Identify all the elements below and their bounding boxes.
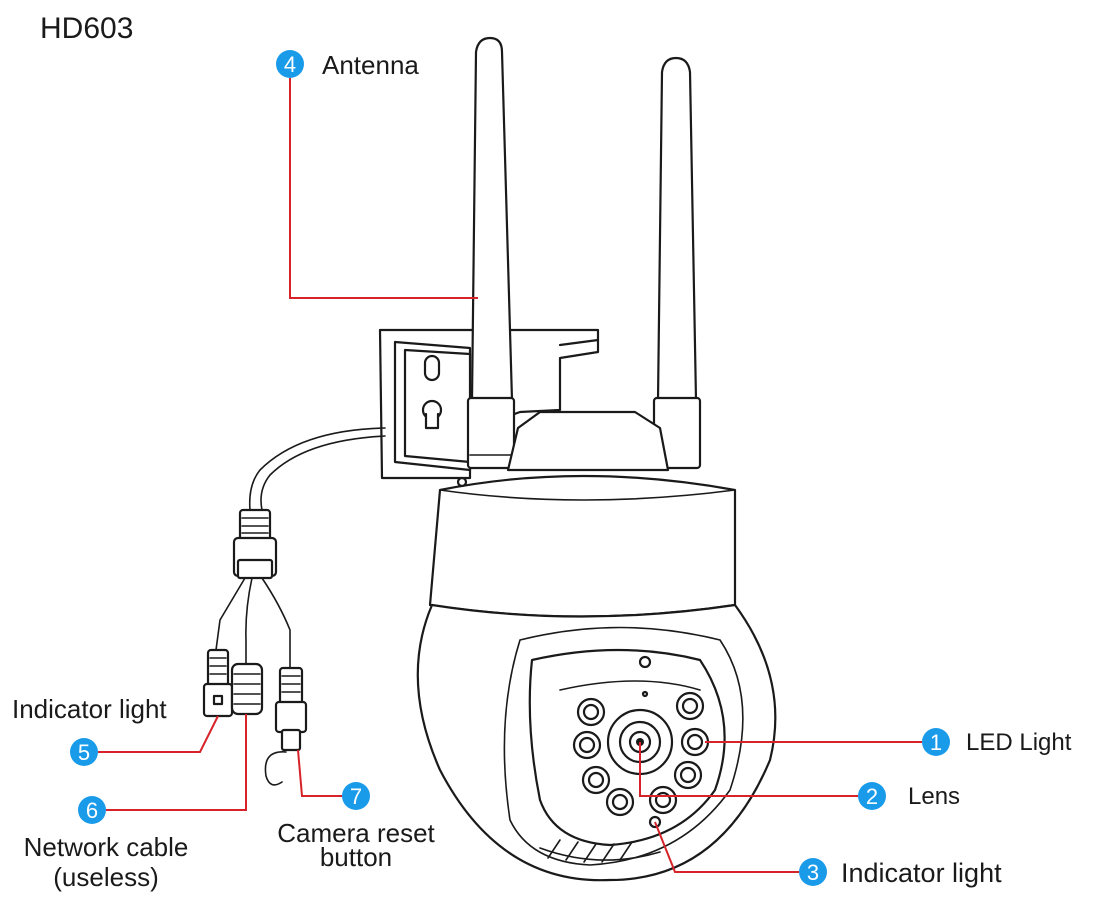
callout-label-6-line2: (useless) xyxy=(53,862,158,892)
leader-line-7 xyxy=(297,749,342,797)
callout-label-6: Network cable xyxy=(24,832,189,862)
led-ring xyxy=(572,691,710,817)
callout-7: 7 Camera reset button xyxy=(277,782,436,872)
callout-label-3: Indicator light xyxy=(841,858,1002,888)
callout-label-7-line2: button xyxy=(320,842,392,872)
callout-label-1: LED Light xyxy=(966,729,1072,756)
callout-4: 4 Antenna xyxy=(276,50,419,80)
leader-line-2 xyxy=(639,742,858,797)
callout-number-1: 1 xyxy=(930,730,942,755)
callout-number-6: 6 xyxy=(86,798,98,823)
callout-1: 1 LED Light xyxy=(922,728,1072,756)
callout-badge-6 xyxy=(78,796,106,824)
leader-line-5 xyxy=(98,715,219,753)
callout-label-2: Lens xyxy=(908,783,960,810)
callout-badge-7 xyxy=(342,782,370,810)
callout-number-2: 2 xyxy=(866,784,878,809)
callout-label-4: Antenna xyxy=(322,50,419,80)
callout-badge-4 xyxy=(276,50,304,78)
leader-lines xyxy=(98,78,922,873)
callout-number-7: 7 xyxy=(350,784,362,809)
leader-line-3 xyxy=(654,821,799,873)
diagram-title: HD603 xyxy=(40,12,133,45)
callout-badge-5 xyxy=(70,738,98,766)
callout-badge-2 xyxy=(858,782,886,810)
callout-6: 6 Network cable (useless) xyxy=(24,796,189,892)
callout-label-5: Indicator light xyxy=(12,694,167,724)
callout-number-4: 4 xyxy=(284,52,296,77)
leader-line-4 xyxy=(289,78,478,299)
callout-badge-3 xyxy=(799,858,827,886)
leader-line-6 xyxy=(106,714,247,811)
cable-harness xyxy=(202,427,386,786)
callout-5: Indicator light 5 xyxy=(12,694,167,766)
callout-number-5: 5 xyxy=(78,740,90,765)
callout-3: 3 Indicator light xyxy=(799,858,1002,888)
antenna-right xyxy=(652,56,702,470)
callout-badge-1 xyxy=(922,728,950,756)
callout-label-7: Camera reset xyxy=(277,818,435,848)
camera-illustration xyxy=(202,36,777,882)
camera-upper-housing xyxy=(428,410,737,618)
callout-2: 2 Lens xyxy=(858,782,960,810)
callout-number-3: 3 xyxy=(807,860,819,885)
antenna-left xyxy=(466,36,516,470)
